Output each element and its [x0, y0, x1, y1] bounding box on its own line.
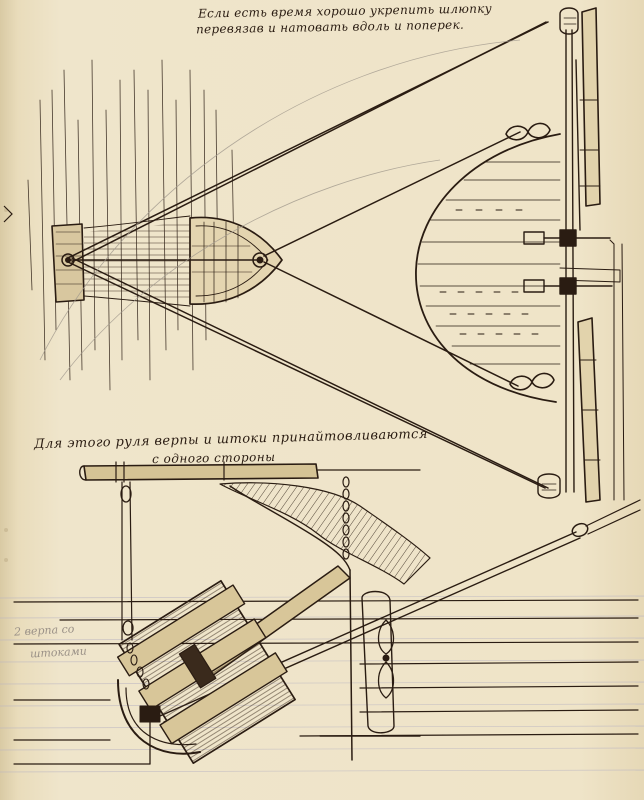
- propeller-post: [319, 569, 421, 761]
- rudder-blade: [219, 482, 431, 585]
- hull-section: [415, 133, 561, 403]
- water-lines: [13, 599, 639, 765]
- margin-arrow-icon: [3, 205, 13, 223]
- spar: [79, 461, 421, 483]
- chain: [342, 476, 350, 560]
- boat-hull: [189, 216, 283, 305]
- knots: [505, 122, 555, 391]
- stern-block: [51, 223, 85, 303]
- middle-caption-line-2: с одного стороны: [151, 449, 276, 467]
- lower-post: [537, 317, 601, 503]
- upper-post: [559, 7, 601, 231]
- clamps: [523, 229, 621, 295]
- pencil-sketch: [39, 39, 521, 381]
- anchor-crate: [116, 579, 296, 764]
- rope-lines: [67, 21, 549, 489]
